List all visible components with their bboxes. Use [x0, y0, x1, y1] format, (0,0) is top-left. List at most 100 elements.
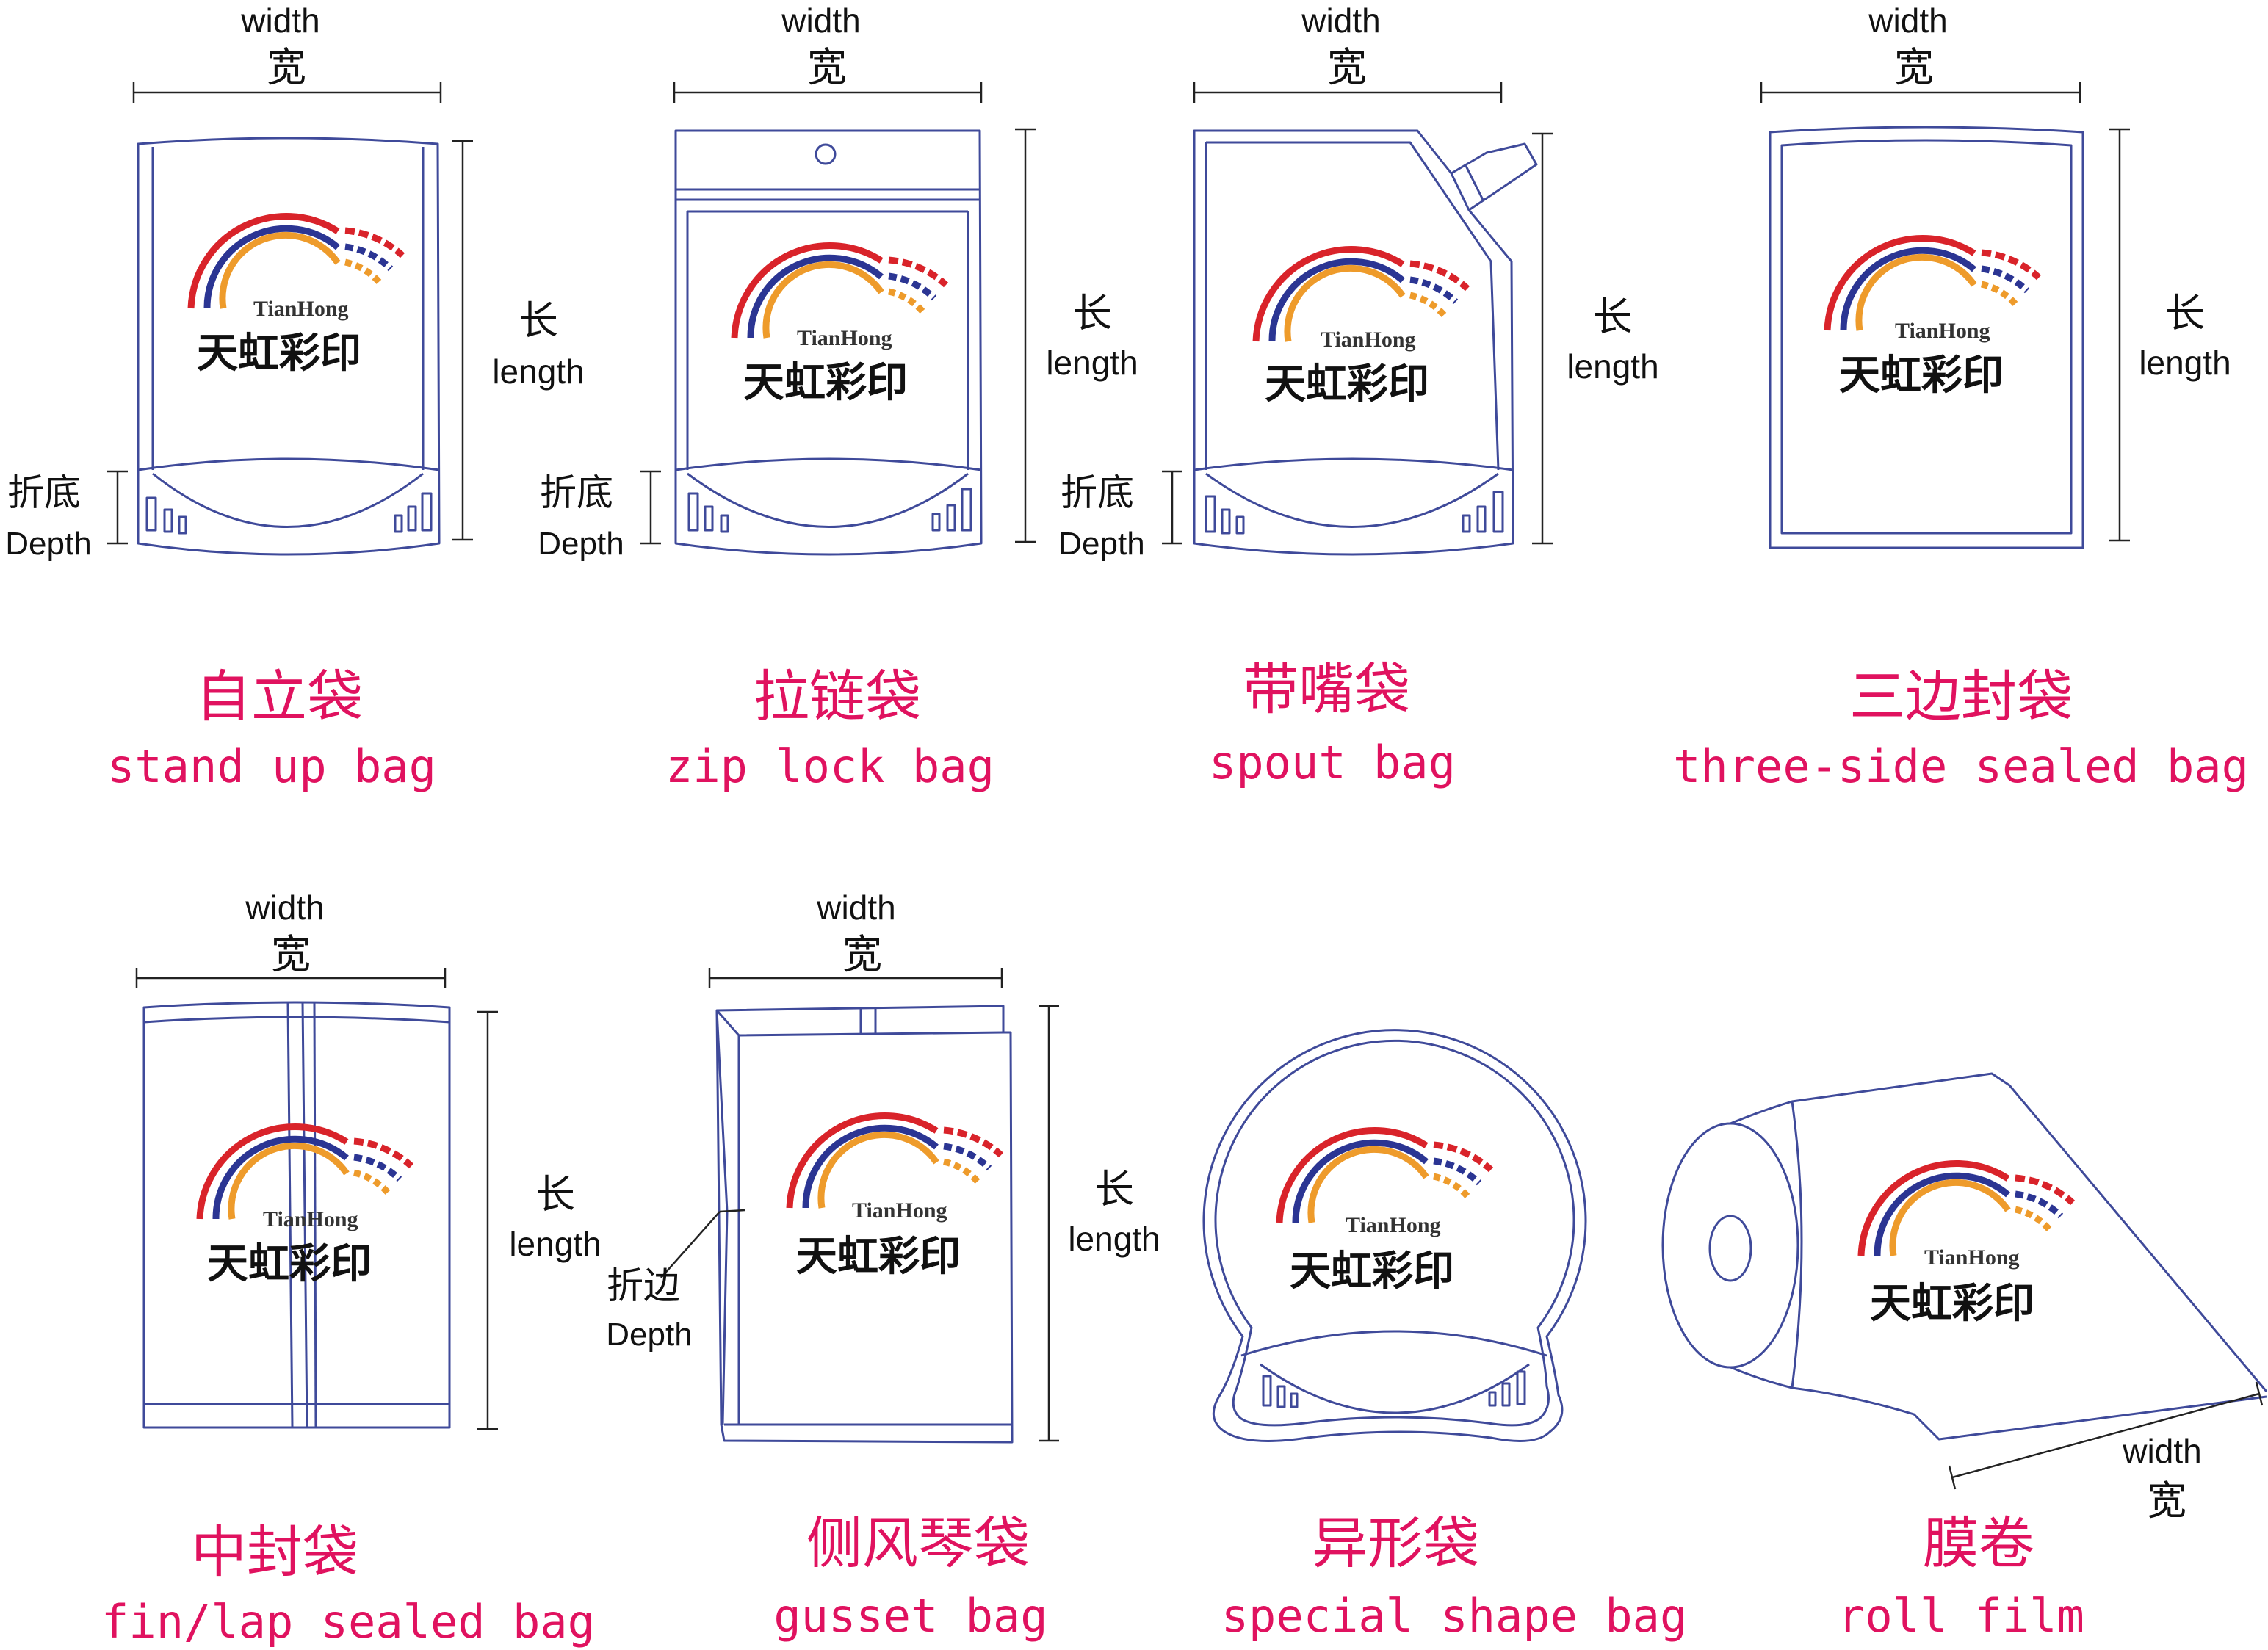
caption-en: special shape bag — [1221, 1589, 1688, 1643]
length-label-en: length — [2139, 344, 2231, 382]
tianhong-logo-arc — [790, 1115, 1001, 1208]
caption-cn: 异形袋 — [1312, 1510, 1479, 1576]
brand-name-cn: 天虹彩印 — [796, 1233, 961, 1281]
width-label-en: width — [1301, 1, 1380, 40]
length-dimension — [452, 140, 473, 541]
brand-name-cn: 天虹彩印 — [743, 359, 908, 407]
width-label-en: width — [816, 889, 895, 927]
length-label-cn: 长 — [535, 1173, 575, 1217]
caption-cn: 膜卷 — [1923, 1510, 2034, 1576]
width-dimension — [135, 968, 447, 988]
bag-outline — [1193, 129, 1538, 556]
depth-label-cn: 折底 — [1061, 472, 1134, 513]
length-dimension — [1015, 128, 1036, 543]
depth-label-en: Depth — [5, 526, 91, 562]
bag-outline — [137, 137, 441, 556]
brand-name-en: TianHong — [1924, 1245, 2020, 1270]
bag-outline — [674, 129, 983, 556]
bag-outline — [142, 1001, 451, 1429]
width-dimension — [673, 82, 983, 103]
depth-label-en: Depth — [1058, 526, 1144, 562]
width-label-cn: 宽 — [842, 933, 882, 977]
tianhong-logo-arc — [1279, 1130, 1491, 1223]
width-dimension — [1760, 82, 2081, 103]
caption-cn: 中封袋 — [191, 1519, 358, 1585]
caption-cn: 侧风琴袋 — [806, 1510, 1030, 1576]
width-dimension — [1948, 1381, 2264, 1490]
brand-name-cn: 天虹彩印 — [207, 1240, 372, 1288]
length-label-en: length — [1046, 344, 1138, 382]
caption-en: three-side sealed bag — [1673, 739, 2249, 793]
tianhong-logo-arc — [191, 216, 402, 308]
width-dimension — [708, 968, 1003, 988]
width-label-en: width — [245, 889, 324, 927]
bag-outline — [715, 1005, 1014, 1444]
brand-name-en: TianHong — [852, 1198, 947, 1223]
width-dimension — [1193, 82, 1503, 103]
caption-cn: 自立袋 — [195, 664, 363, 729]
length-label-cn: 长 — [2165, 292, 2205, 336]
brand-name-cn: 天虹彩印 — [1290, 1248, 1454, 1295]
length-dimension — [1039, 1005, 1059, 1442]
caption-cn: 拉链袋 — [754, 664, 921, 729]
brand-name-en: TianHong — [1321, 328, 1416, 352]
caption-en: fin/lap sealed bag — [101, 1595, 595, 1649]
length-label-en: length — [509, 1225, 601, 1263]
width-label-en: width — [240, 1, 319, 40]
length-label-en: length — [1068, 1220, 1160, 1258]
length-dimension — [2109, 128, 2130, 542]
caption-cn: 三边封袋 — [1849, 664, 2073, 729]
spout-bag-diagram: width 宽 TianHong 天虹彩印 长 length 折底 Depth … — [1058, 1, 1658, 789]
length-label-en: length — [1567, 347, 1658, 386]
three-side-sealed-bag-diagram: width 宽 TianHong 天虹彩印 长 length 三边封袋 thre… — [1673, 1, 2249, 793]
width-label-en: width — [2122, 1432, 2201, 1470]
length-label-cn: 长 — [1094, 1168, 1134, 1212]
width-label-en: width — [1868, 1, 1947, 40]
length-dimension — [477, 1010, 498, 1430]
length-label-cn: 长 — [1072, 292, 1112, 336]
length-label-cn: 长 — [1593, 295, 1633, 339]
width-label-en: width — [781, 1, 860, 40]
width-label-cn: 宽 — [1894, 46, 1934, 90]
brand-name-en: TianHong — [1895, 319, 1990, 343]
fold-label-cn: 折边 — [607, 1265, 680, 1306]
width-label-cn: 宽 — [267, 46, 306, 90]
width-dimension — [132, 82, 442, 103]
fold-leader — [660, 1209, 745, 1278]
roll-film-diagram: TianHong 天虹彩印 width 宽 膜卷 roll film — [1661, 1072, 2268, 1643]
special-shape-bag-diagram: TianHong 天虹彩印 异形袋 special shape bag — [1202, 1029, 1688, 1643]
width-label-cn: 宽 — [1327, 46, 1367, 90]
film-outline — [1661, 1072, 2268, 1441]
caption-en: zip lock bag — [665, 739, 994, 793]
caption-en: roll film — [1838, 1589, 2084, 1643]
fin-lap-sealed-bag-diagram: width 宽 TianHong 天虹彩印 长 length 中封袋 fin/l… — [101, 889, 602, 1649]
tianhong-logo-arc — [1861, 1163, 2073, 1256]
brand-name-en: TianHong — [253, 297, 349, 321]
bag-outline — [1769, 126, 2084, 549]
caption-en: stand up bag — [107, 739, 436, 793]
brand-name-cn: 天虹彩印 — [1870, 1280, 2034, 1328]
caption-en: spout bag — [1209, 736, 1456, 789]
width-label-cn: 宽 — [2147, 1479, 2186, 1523]
depth-dimension — [640, 470, 661, 545]
gusset-bag-diagram: width 宽 TianHong 天虹彩印 长 length 折边 Depth … — [606, 889, 1160, 1643]
brand-name-cn: 天虹彩印 — [1839, 352, 2004, 399]
depth-label-cn: 折底 — [540, 472, 613, 513]
brand-name-en: TianHong — [797, 326, 892, 350]
brand-name-en: TianHong — [263, 1207, 358, 1231]
depth-label-en: Depth — [606, 1317, 692, 1353]
brand-name-cn: 天虹彩印 — [197, 330, 361, 377]
bag-outline — [1202, 1029, 1587, 1442]
caption-cn: 带嘴袋 — [1243, 656, 1410, 722]
depth-label-cn: 折底 — [7, 472, 81, 513]
caption-en: gusset bag — [773, 1589, 1047, 1643]
brand-name-cn: 天虹彩印 — [1265, 361, 1429, 408]
depth-dimension — [1162, 470, 1182, 545]
tianhong-logo-arc — [734, 245, 946, 338]
length-label-cn: 长 — [519, 299, 558, 343]
tianhong-logo-arc — [1827, 238, 2039, 330]
width-label-cn: 宽 — [807, 46, 847, 90]
brand-name-en: TianHong — [1346, 1213, 1441, 1237]
depth-label-en: Depth — [538, 526, 624, 562]
